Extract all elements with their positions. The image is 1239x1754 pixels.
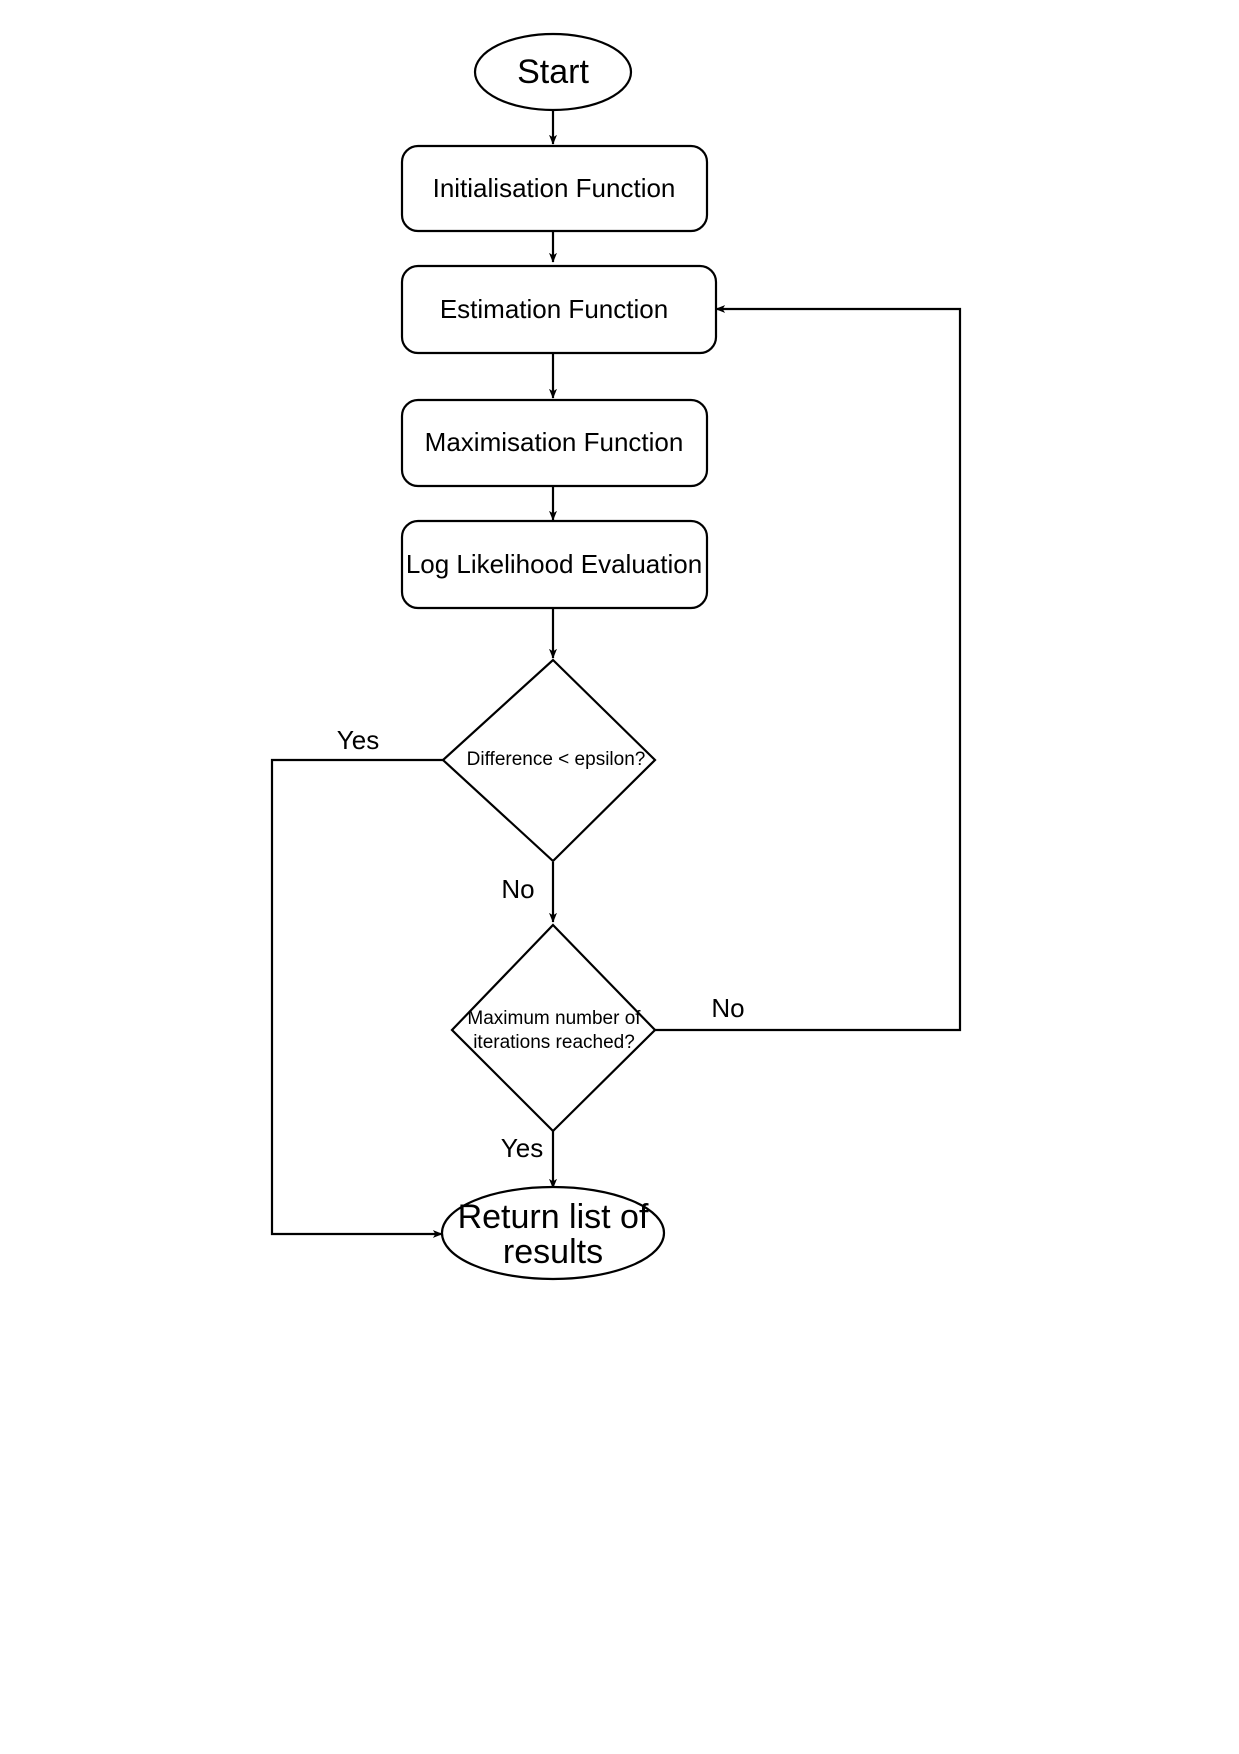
edge-decision-epsilon-yes-to-return xyxy=(270,758,443,1238)
initialisation-label: Initialisation Function xyxy=(433,173,676,203)
maximisation-label: Maximisation Function xyxy=(425,427,684,457)
maximisation-box[interactable] xyxy=(400,398,709,488)
node-log-likelihood-evaluation[interactable]: Log Likelihood Evaluation xyxy=(400,519,709,610)
decision-iterations-diamond[interactable] xyxy=(450,923,657,1133)
return-results-label-line1: Return list of xyxy=(458,1198,649,1236)
edge-label-iterations-yes: Yes xyxy=(501,1133,543,1163)
start-ellipse[interactable] xyxy=(473,32,633,112)
decision-epsilon-label: Difference < epsilon? xyxy=(467,749,646,770)
initialisation-box[interactable] xyxy=(400,144,709,233)
edge-label-iterations-no: No xyxy=(711,993,744,1023)
return-results-ellipse[interactable] xyxy=(440,1185,666,1281)
decision-epsilon-diamond[interactable] xyxy=(441,658,657,863)
node-estimation-function[interactable]: Estimation Function xyxy=(400,264,718,355)
start-label: Start xyxy=(517,53,589,91)
edge-label-epsilon-no: No xyxy=(501,874,534,904)
edge-label-epsilon-yes: Yes xyxy=(337,725,379,755)
edge-decision-iterations-no-to-estimation xyxy=(655,305,962,1032)
estimation-label: Estimation Function xyxy=(440,294,668,324)
decision-iterations-label-line2: iterations reached? xyxy=(473,1032,635,1053)
node-start[interactable]: Start xyxy=(473,32,633,112)
node-decision-max-iterations[interactable]: Maximum number of iterations reached? xyxy=(450,923,657,1133)
node-decision-difference-epsilon[interactable]: Difference < epsilon? xyxy=(441,658,657,863)
node-initialisation-function[interactable]: Initialisation Function xyxy=(400,144,709,233)
estimation-box[interactable] xyxy=(400,264,718,355)
node-return-list-of-results[interactable]: Return list of results xyxy=(440,1185,666,1281)
node-maximisation-function[interactable]: Maximisation Function xyxy=(400,398,709,488)
connector-layer xyxy=(270,110,962,1238)
log-likelihood-box[interactable] xyxy=(400,519,709,610)
decision-iterations-label-line1: Maximum number of xyxy=(467,1008,641,1029)
log-likelihood-label: Log Likelihood Evaluation xyxy=(406,549,702,579)
return-results-label-line2: results xyxy=(503,1233,603,1271)
edge-label-layer: Yes No No Yes xyxy=(337,725,745,1163)
